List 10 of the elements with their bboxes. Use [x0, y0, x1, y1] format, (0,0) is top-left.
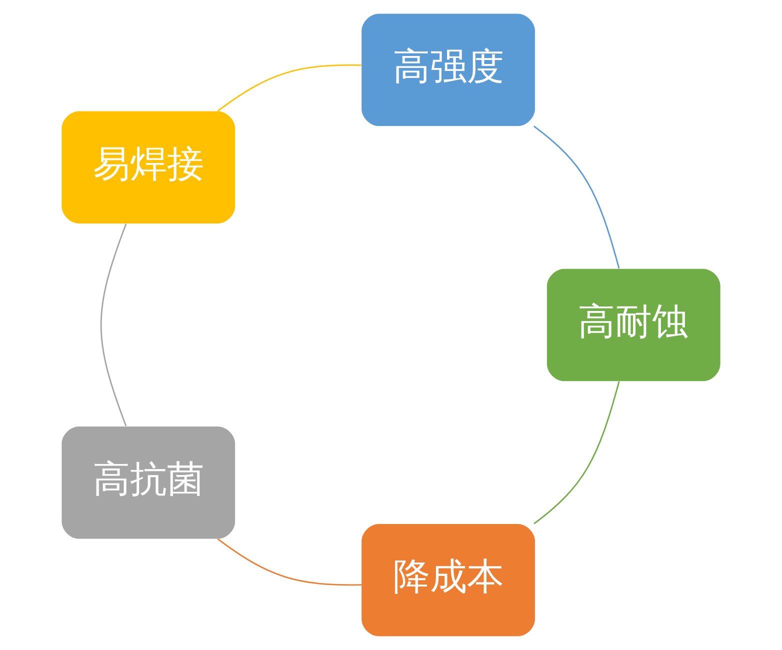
connector	[217, 538, 362, 586]
node-box: 高强度	[362, 14, 535, 126]
node-box: 降成本	[362, 524, 535, 636]
connector	[217, 64, 362, 112]
node-box: 易焊接	[62, 111, 236, 224]
connector	[534, 126, 620, 269]
node-box: 高抗菌	[62, 426, 236, 539]
connector	[100, 224, 127, 426]
connector	[534, 381, 620, 524]
node-box: 高耐蚀	[546, 268, 720, 382]
